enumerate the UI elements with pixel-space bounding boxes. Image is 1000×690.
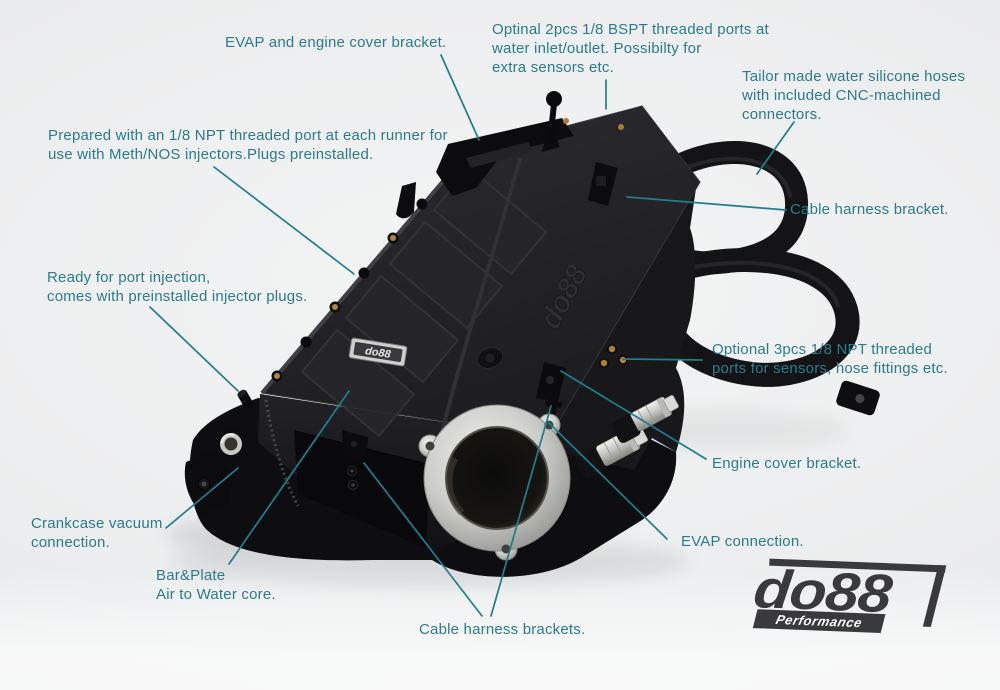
lid-ribs (300, 166, 548, 438)
cnc-hose-connectors (575, 395, 679, 479)
callout-label-evap-engine-cover-bracket: EVAP and engine cover bracket. (225, 34, 447, 51)
mounting-brackets (396, 118, 618, 219)
callout-line-cable-harness-brackets-left (363, 462, 483, 617)
weld-seam-left (264, 399, 300, 507)
callout-line-crankcase-vacuum (165, 467, 239, 529)
side-panel-bracket (342, 430, 368, 490)
callout-line-cable-harness-brackets-right (490, 405, 552, 617)
callout-label-port-injection: Ready for port injection, comes with pre… (47, 269, 308, 305)
crankcase-vacuum-port (214, 428, 248, 460)
npt-sensor-ports-part (599, 344, 628, 368)
callout-label-cable-harness-bracket: Cable harness bracket. (790, 201, 949, 218)
top-edge-bolts (563, 118, 624, 130)
callout-line-port-injection (149, 306, 239, 392)
lid-weld-seam (440, 157, 522, 433)
callout-label-bspt-water-ports: Optinal 2pcs 1/8 BSPT threaded ports at … (492, 21, 769, 76)
svg-text:do88: do88 (364, 345, 392, 361)
small-top-stub (237, 389, 255, 410)
callout-lines (149, 54, 795, 617)
callout-label-evap-connection: EVAP connection. (681, 533, 804, 550)
callout-label-crankcase-vacuum: Crankcase vacuum connection. (31, 515, 163, 551)
callout-label-npt-sensor-ports: Optional 3pcs 1/8 NPT threaded ports for… (712, 341, 948, 377)
do88-logo: do88 Performance (747, 556, 965, 642)
air-to-water-core-panel (294, 430, 430, 548)
callout-line-evap-engine-cover-bracket (440, 54, 480, 141)
callout-line-cable-harness-bracket (626, 196, 787, 211)
callout-line-bar-plate-core (228, 390, 350, 565)
intake-manifold-body: do88 do88 (184, 91, 701, 577)
logo-tagline-banner: Performance (752, 609, 886, 633)
callout-line-engine-cover-bracket (560, 370, 707, 460)
callout-label-cable-harness-brackets: Cable harness brackets. (419, 621, 586, 638)
engine-cover-bracket-part (536, 362, 566, 402)
callout-line-silicone-hoses (756, 121, 795, 175)
callout-line-npt-sensor-ports (622, 358, 703, 361)
vacuum-sensor-port (476, 347, 504, 369)
callout-label-bar-plate-core: Bar&Plate Air to Water core. (156, 567, 276, 603)
callout-label-silicone-hoses: Tailor made water silicone hoses with in… (742, 68, 966, 123)
logo-frame-right-bar (922, 565, 947, 627)
evap-stem (546, 91, 562, 145)
callout-line-evap-connection (548, 422, 668, 540)
callout-line-npt-runner-ports (213, 166, 355, 275)
do88-badge: do88 (348, 337, 408, 367)
logo-tagline-text: Performance (774, 612, 865, 631)
callout-label-engine-cover-bracket: Engine cover bracket. (712, 455, 862, 472)
callout-label-npt-runner-ports: Prepared with an 1/8 NPT threaded port a… (48, 127, 448, 163)
